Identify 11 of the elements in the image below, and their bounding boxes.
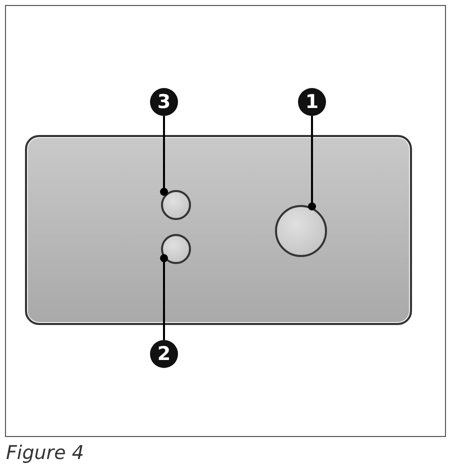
leader-line xyxy=(308,116,316,210)
round-button xyxy=(275,205,327,257)
callout-number: 1 xyxy=(298,88,326,116)
figure-caption: Figure 4 xyxy=(6,442,84,464)
callout-number: 2 xyxy=(150,340,178,368)
leader-line xyxy=(160,254,168,340)
round-button xyxy=(161,190,191,220)
leader-line xyxy=(160,116,168,196)
callout-number: 3 xyxy=(150,88,178,116)
round-button xyxy=(161,234,191,264)
device-panel xyxy=(25,135,412,325)
